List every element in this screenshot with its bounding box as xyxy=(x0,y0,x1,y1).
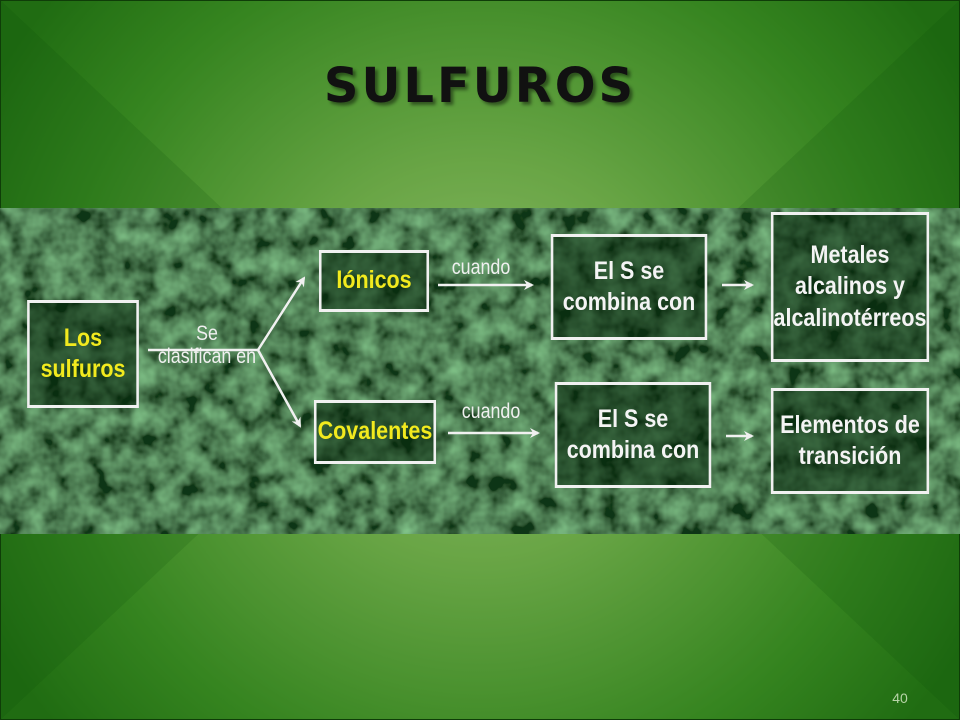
root-edge-label: Se clasifican en xyxy=(157,322,257,369)
arrow-to-ionicos xyxy=(256,276,306,351)
metales-target-box: Metales alcalinos y alcalinotérreos xyxy=(770,212,930,362)
root-line-2: sulfuros xyxy=(40,355,126,383)
arrow-to-covalentes xyxy=(256,349,302,428)
page-number: 40 xyxy=(892,690,908,706)
covalentes-edge-label: cuando xyxy=(461,400,521,423)
diagram-panel: Los sulfuros Se clasifican en Iónicos cu… xyxy=(0,208,960,534)
elementos-target-box: Elementos de transición xyxy=(770,388,930,494)
covalentes-box: Covalentes xyxy=(313,400,437,464)
ionicos-box: Iónicos xyxy=(318,250,430,312)
root-line-1: Los xyxy=(63,323,103,352)
root-node-box: Los sulfuros xyxy=(27,300,139,408)
diagram-connectors xyxy=(148,276,754,441)
covalentes-condition-box: El S se combina con xyxy=(554,382,712,488)
ionicos-condition-box: El S se combina con xyxy=(550,234,708,340)
ionicos-edge-label: cuando xyxy=(451,256,511,279)
slide-title: SULFUROS xyxy=(323,58,637,114)
